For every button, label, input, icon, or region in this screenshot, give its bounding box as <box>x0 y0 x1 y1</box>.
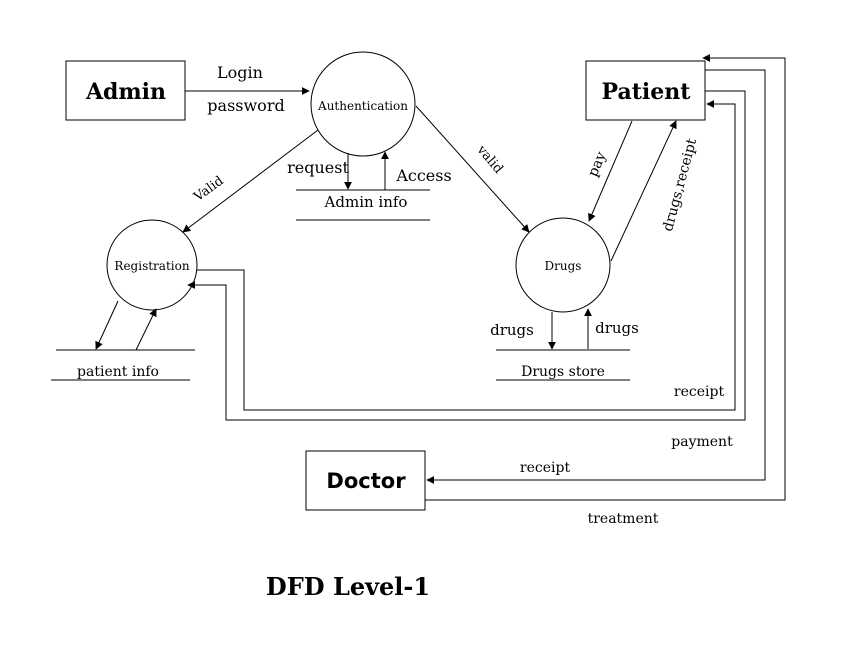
patient-entity: Patient <box>585 60 706 121</box>
flow-access-label: Access <box>395 166 451 185</box>
flow-drugs-to-patient <box>610 120 677 262</box>
flow-drugs-in-label: drugs <box>595 319 639 337</box>
flow-auth-to-drugs <box>415 105 530 233</box>
flow-receipt-doctor-label: receipt <box>520 460 571 476</box>
doctor-entity: Doctor <box>305 450 426 511</box>
flow-patient-to-drugs <box>588 120 633 222</box>
flow-patient-to-doctor <box>426 69 766 484</box>
admin-entity: Admin <box>65 60 186 121</box>
flow-valid-reg-label: Valid <box>191 174 227 206</box>
flow-registration-to-patient-info <box>95 300 119 350</box>
flow-registration-to-patient <box>197 100 736 411</box>
diagram-title: DFD Level-1 <box>266 572 430 601</box>
flow-doctor-to-patient <box>425 54 786 501</box>
flow-login-label: Login <box>217 63 263 82</box>
drugs-store-label: Drugs store <box>521 364 605 380</box>
flow-password-label: password <box>207 96 284 115</box>
flow-valid-drugs-label: valid <box>473 142 506 177</box>
drugs-store: Drugs store <box>496 349 630 381</box>
doctor-label: Doctor <box>326 469 406 493</box>
flow-request-label: request <box>287 158 349 177</box>
drugs-process: Drugs <box>515 217 611 313</box>
flow-patient-info-to-registration <box>135 308 157 351</box>
authentication-process: Authentication <box>310 51 416 157</box>
registration-label: Registration <box>114 259 189 273</box>
flow-pay-label: pay <box>585 150 610 180</box>
admin-label: Admin <box>85 79 166 105</box>
admin-info-label: Admin info <box>324 193 408 211</box>
flow-drugs-receipt-label: drugs,receipt <box>660 136 700 233</box>
drugs-process-label: Drugs <box>545 259 582 273</box>
flow-patient-to-registration <box>187 90 746 421</box>
authentication-label: Authentication <box>317 99 408 113</box>
flow-receipt-patient-label: receipt <box>674 384 725 400</box>
flow-auth-to-registration <box>182 129 319 233</box>
flow-treatment-label: treatment <box>588 511 659 527</box>
patient-info-label: patient info <box>77 364 159 380</box>
flow-payment-label: payment <box>671 434 733 450</box>
patient-label: Patient <box>602 79 692 105</box>
flow-drugs-out-label: drugs <box>490 321 534 339</box>
registration-process: Registration <box>106 219 198 311</box>
admin-info-store: Admin info <box>296 189 430 221</box>
patient-info-store: patient info <box>51 349 195 381</box>
